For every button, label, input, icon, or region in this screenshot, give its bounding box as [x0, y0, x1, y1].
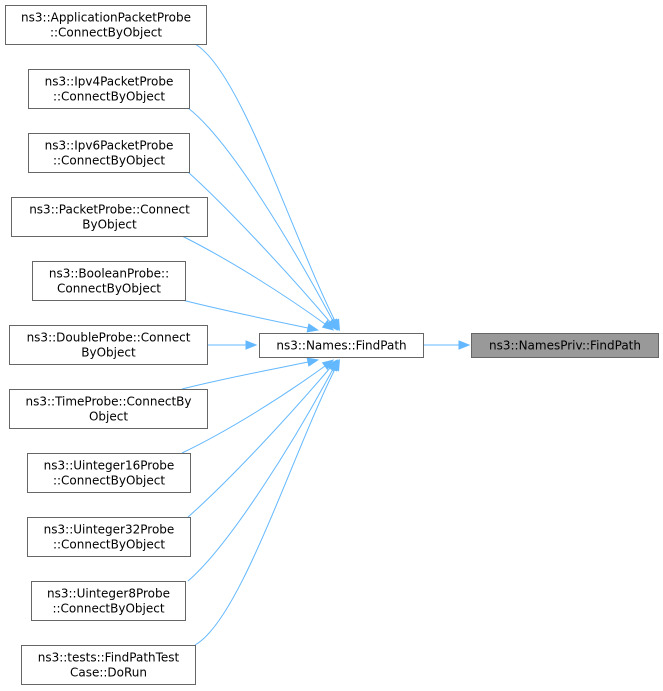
node-namespriv-findpath-box	[471, 333, 659, 358]
node-ipv6-label-line-1: ns3::Ipv6PacketProbe	[45, 139, 174, 153]
node-u32-label-line-2: ::ConnectByObject	[53, 538, 165, 552]
node-packet-box	[11, 197, 208, 237]
edge-u8-to-names-findpath	[187, 358, 339, 582]
edge-packet-to-names-findpath-arrowhead	[321, 319, 335, 331]
node-app-label-line-2: ::ConnectByObject	[50, 26, 162, 40]
edge-ipv4-to-names-findpath-line	[187, 107, 334, 322]
edge-packet-to-names-findpath-line	[181, 235, 326, 325]
node-boolean-box	[32, 261, 186, 301]
edge-boolean-to-names-findpath	[181, 299, 320, 333]
edge-packet-to-names-findpath	[181, 235, 335, 331]
node-ipv4[interactable]: ns3::Ipv4PacketProbe::ConnectByObject	[28, 69, 190, 109]
node-u8-box	[31, 581, 186, 621]
edge-app-to-names-findpath	[194, 43, 341, 332]
node-namespriv-findpath-label-line-1: ns3::NamesPriv::FindPath	[489, 339, 641, 353]
node-u16-label-line-2: ::ConnectByObject	[53, 474, 165, 488]
edge-ipv4-to-names-findpath	[187, 107, 339, 332]
node-ipv4-label-line-1: ns3::Ipv4PacketProbe	[45, 75, 174, 89]
edge-boolean-to-names-findpath-line	[181, 299, 309, 329]
edge-u32-to-names-findpath-line	[187, 367, 331, 518]
edge-double-to-names-findpath-arrowhead	[245, 340, 258, 350]
node-names-findpath-box	[259, 333, 424, 358]
edges-layer	[181, 43, 471, 646]
edge-u16-to-names-findpath-line	[181, 365, 326, 454]
node-app-label-line-1: ns3::ApplicationPacketProbe	[21, 11, 191, 25]
edge-double-to-names-findpath	[206, 340, 258, 350]
edge-tests-to-names-findpath	[194, 358, 341, 646]
node-names-findpath[interactable]: ns3::Names::FindPath	[259, 333, 424, 358]
node-names-findpath-label-line-1: ns3::Names::FindPath	[276, 339, 406, 353]
node-u32-label-line-1: ns3::Uinteger32Probe	[44, 523, 175, 537]
node-u8-label-line-2: ::ConnectByObject	[52, 602, 164, 616]
node-packet-label-line-2: ByObject	[82, 218, 137, 232]
node-app-box	[5, 5, 207, 45]
node-tests-label-line-2: Case::DoRun	[70, 666, 147, 680]
node-boolean-label-line-2: ConnectByObject	[57, 282, 161, 296]
node-u16-box	[27, 453, 191, 493]
node-ipv6-label-line-2: ::ConnectByObject	[53, 154, 165, 168]
edge-app-to-names-findpath-line	[194, 43, 336, 322]
node-u16[interactable]: ns3::Uinteger16Probe::ConnectByObject	[27, 453, 191, 493]
node-u8-label-line-1: ns3::Uinteger8Probe	[47, 587, 170, 601]
edge-time-to-names-findpath	[181, 357, 320, 390]
node-double-label-line-2: ByObject	[81, 346, 136, 360]
node-u16-label-line-1: ns3::Uinteger16Probe	[44, 459, 175, 473]
node-double[interactable]: ns3::DoubleProbe::ConnectByObject	[9, 325, 208, 365]
edge-boolean-to-names-findpath-arrowhead	[306, 323, 320, 333]
node-tests-box	[21, 645, 196, 685]
node-namespriv-findpath[interactable]: ns3::NamesPriv::FindPath	[471, 333, 659, 358]
node-packet[interactable]: ns3::PacketProbe::ConnectByObject	[11, 197, 208, 237]
node-boolean[interactable]: ns3::BooleanProbe::ConnectByObject	[32, 261, 186, 301]
edge-names-findpath-to-namespriv-findpath-arrowhead	[458, 340, 471, 350]
node-ipv4-box	[28, 69, 190, 109]
node-u8[interactable]: ns3::Uinteger8Probe::ConnectByObject	[31, 581, 186, 621]
node-double-box	[9, 325, 208, 365]
node-ipv6-box	[28, 133, 190, 173]
edge-tests-to-names-findpath-arrowhead	[330, 358, 341, 372]
node-packet-label-line-1: ns3::PacketProbe::Connect	[29, 203, 190, 217]
edge-tests-to-names-findpath-line	[194, 368, 336, 646]
edge-time-to-names-findpath-arrowhead	[306, 357, 320, 367]
node-u32-box	[27, 517, 191, 557]
node-time-box	[9, 389, 208, 429]
node-ipv6[interactable]: ns3::Ipv6PacketProbe::ConnectByObject	[28, 133, 190, 173]
node-u32[interactable]: ns3::Uinteger32Probe::ConnectByObject	[27, 517, 191, 557]
node-double-label-line-1: ns3::DoubleProbe::Connect	[27, 331, 191, 345]
node-tests-label-line-1: ns3::tests::FindPathTest	[38, 651, 180, 665]
node-time-label-line-1: ns3::TimeProbe::ConnectBy	[25, 395, 191, 409]
edge-time-to-names-findpath-line	[181, 361, 309, 390]
edge-u8-to-names-findpath-line	[187, 368, 334, 582]
edge-ipv6-to-names-findpath-line	[187, 171, 331, 323]
node-ipv4-label-line-2: ::ConnectByObject	[53, 90, 165, 104]
nodes-layer: ns3::ApplicationPacketProbe::ConnectByOb…	[5, 5, 659, 685]
node-boolean-label-line-1: ns3::BooleanProbe::	[49, 267, 169, 281]
edge-names-findpath-to-namespriv-findpath	[422, 340, 471, 350]
node-app[interactable]: ns3::ApplicationPacketProbe::ConnectByOb…	[5, 5, 207, 45]
node-time[interactable]: ns3::TimeProbe::ConnectByObject	[9, 389, 208, 429]
node-time-label-line-2: Object	[89, 410, 128, 424]
